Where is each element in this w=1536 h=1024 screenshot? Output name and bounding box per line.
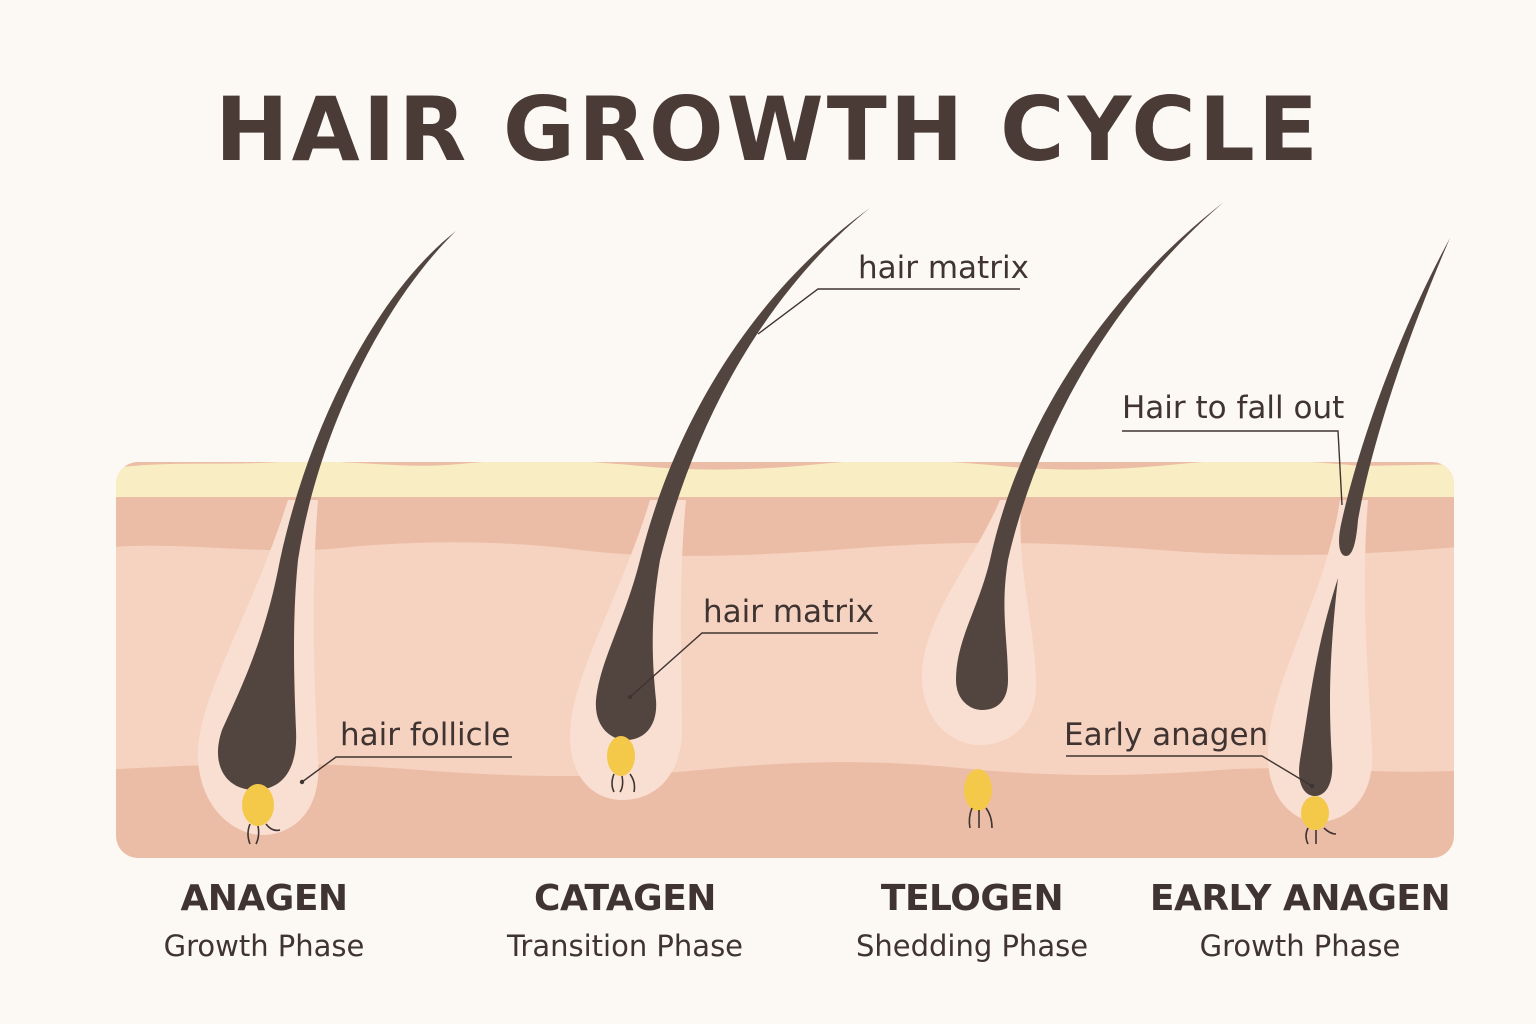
leader-hair-matrix-mid [629, 632, 878, 698]
label-hair-to-fall-out: Hair to fall out [1122, 390, 1345, 426]
hair-shaft-early-anagen [1299, 578, 1338, 796]
epidermis-layer [116, 462, 1454, 497]
phase-name: TELOGEN [880, 878, 1064, 919]
leader-hair-matrix-top [757, 288, 1020, 335]
hair-shaft-telogen [956, 202, 1224, 710]
phase-subtitle: Growth Phase [1199, 929, 1401, 963]
phase-subtitle: Shedding Phase [855, 929, 1089, 963]
papilla-telogen [964, 769, 993, 829]
leader-dots [299, 694, 1315, 789]
phase-telogen: TELOGEN Shedding Phase [792, 878, 1152, 963]
diagram-title: HAIR GROWTH CYCLE [214, 78, 1321, 181]
papilla-anagen [242, 784, 281, 845]
papilla-catagen [607, 736, 636, 793]
leader-lines [301, 288, 1343, 787]
label-hair-matrix-top: hair matrix [858, 250, 1029, 286]
label-hair-follicle: hair follicle [340, 717, 511, 753]
leader-hair-follicle [301, 756, 512, 783]
phase-anagen: ANAGEN Growth Phase [84, 878, 444, 963]
phase-subtitle: Growth Phase [163, 929, 365, 963]
hair-shaft-catagen [595, 208, 870, 740]
phase-name: EARLY ANAGEN [1149, 878, 1451, 919]
leader-hair-to-fall-out [1122, 430, 1343, 506]
hair-shaft-anagen [217, 231, 456, 790]
skin-cross-section [116, 462, 1454, 858]
phase-name: CATAGEN [534, 878, 716, 919]
phase-name: ANAGEN [180, 878, 348, 919]
phase-catagen: CATAGEN Transition Phase [445, 878, 805, 963]
label-hair-matrix-mid: hair matrix [703, 594, 874, 630]
leader-early-anagen [1066, 755, 1313, 787]
phase-subtitle: Transition Phase [506, 929, 744, 963]
papilla-early-anagen [1301, 796, 1337, 845]
hair-fall-out-shaft [1339, 238, 1450, 556]
dermis-layer [116, 542, 1454, 776]
phase-early-anagen: EARLY ANAGEN Growth Phase [1120, 878, 1480, 963]
label-early-anagen: Early anagen [1064, 717, 1269, 753]
